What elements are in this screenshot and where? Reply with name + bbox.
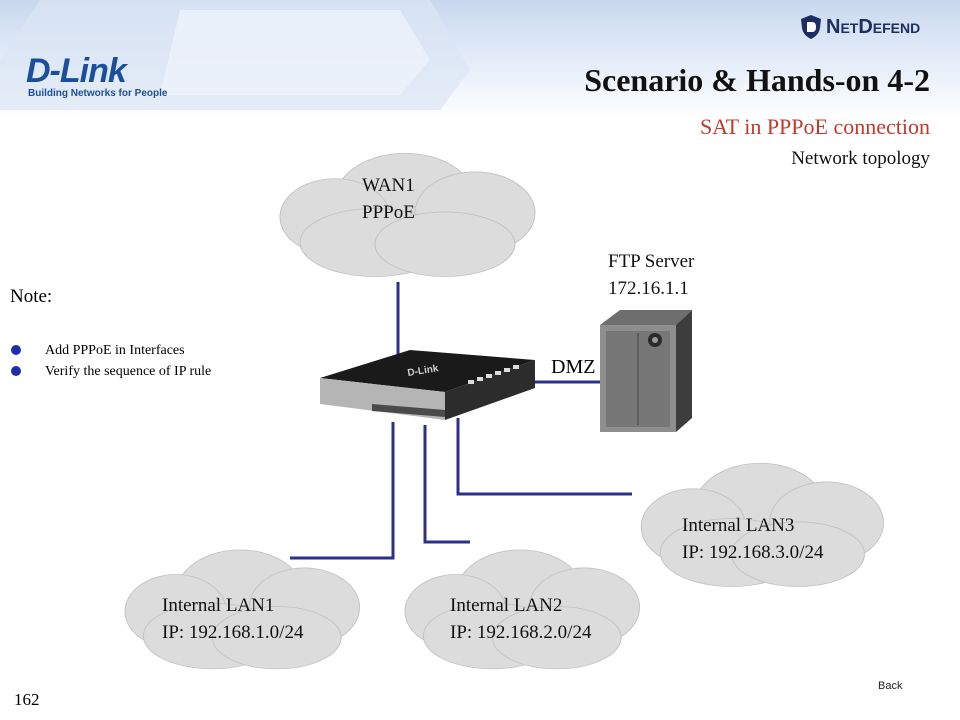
bullet-icon: [11, 366, 21, 376]
note-item-text: Add PPPoE in Interfaces: [45, 343, 185, 358]
wan-type: PPPoE: [362, 202, 415, 223]
note-item-text: Verify the sequence of IP rule: [45, 364, 212, 379]
page-number: 162: [14, 690, 40, 709]
lan2-ip: IP: 192.168.2.0/24: [450, 622, 592, 643]
note-title: Note:: [10, 286, 53, 307]
link-lan1: [290, 422, 395, 560]
subtitle: SAT in PPPoE connection: [699, 114, 930, 139]
lan3-label: Internal LAN3 IP: 192.168.3.0/24: [682, 512, 823, 566]
dlink-logo: D-Link: [26, 52, 127, 90]
shield-icon: [801, 15, 821, 39]
ftp-server-label: FTP Server 172.16.1.1: [608, 248, 694, 302]
lan2-name: Internal LAN2: [450, 595, 563, 616]
lan3-ip: IP: 192.168.3.0/24: [682, 542, 824, 563]
tower-server-icon: [600, 310, 692, 432]
note-item: Verify the sequence of IP rule: [10, 361, 211, 382]
link-lan3: [456, 418, 632, 496]
link-lan2: [423, 425, 470, 544]
lan3-name: Internal LAN3: [682, 515, 795, 536]
note-item: Add PPPoE in Interfaces: [10, 340, 211, 361]
ftp-server-ip: 172.16.1.1: [608, 278, 689, 299]
ftp-server-name: FTP Server: [608, 251, 695, 272]
lan1-ip: IP: 192.168.1.0/24: [162, 622, 304, 643]
note-list: Add PPPoE in Interfaces Verify the seque…: [10, 340, 211, 382]
back-link[interactable]: Back: [878, 680, 903, 692]
lan2-label: Internal LAN2 IP: 192.168.2.0/24: [450, 592, 591, 646]
wan-label: WAN1 PPPoE: [362, 172, 415, 226]
bullet-icon: [11, 345, 21, 355]
page-title: Scenario & Hands-on 4-2: [584, 62, 930, 98]
firewall-appliance-icon: D-Link: [320, 350, 535, 420]
svg-text:D-Link: D-Link: [407, 363, 440, 379]
header-decoration: [0, 0, 470, 110]
lan1-label: Internal LAN1 IP: 192.168.1.0/24: [162, 592, 303, 646]
topology-label: Network topology: [791, 148, 930, 169]
wan-name: WAN1: [362, 175, 415, 196]
netdefend-wordmark: NetDefend: [826, 16, 921, 38]
lan1-name: Internal LAN1: [162, 595, 275, 616]
dlink-tagline: Building Networks for People: [28, 88, 168, 99]
dmz-label: DMZ: [551, 356, 596, 378]
